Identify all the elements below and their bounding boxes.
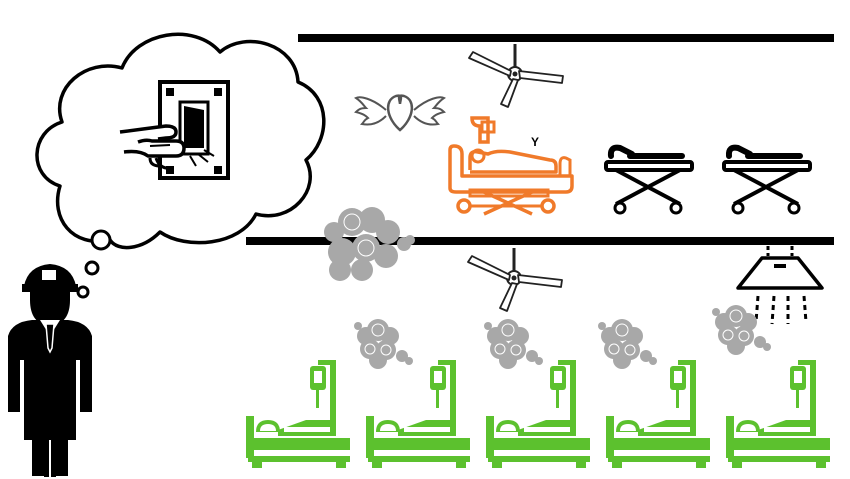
stretcher-icon xyxy=(606,148,692,213)
ceiling-fan-icon xyxy=(468,43,564,108)
hospital-bed-icon xyxy=(246,360,350,468)
hospital-bed-icon xyxy=(726,360,830,468)
ceiling-fan-icon xyxy=(467,247,563,312)
middle-floor-bar xyxy=(246,237,834,245)
hospital-bed-icon xyxy=(448,116,574,216)
security-guard-icon xyxy=(8,264,92,477)
smoke-cloud-icon xyxy=(597,318,658,370)
smoke-cloud-icon xyxy=(324,207,415,281)
hospital-bed-icon xyxy=(366,360,470,468)
thought-dot-large xyxy=(90,229,112,251)
winged-heart-icon xyxy=(354,94,446,132)
bed-annotation-label: Y xyxy=(531,135,540,149)
wall-lines xyxy=(246,34,834,245)
upper-ceiling-bar xyxy=(298,34,834,42)
smoke-cloud-icon xyxy=(353,318,414,370)
thought-dot-medium xyxy=(84,260,100,276)
smoke-cloud-icon xyxy=(711,304,772,356)
thought-dot-small xyxy=(76,285,90,299)
hospital-bed-icon xyxy=(606,360,710,468)
smoke-cloud-icon xyxy=(483,318,544,370)
stretcher-icon xyxy=(724,148,810,213)
pressing-hand-icon xyxy=(119,124,186,170)
fire-sprinkler-icon xyxy=(736,246,824,325)
hospital-bed-icon xyxy=(486,360,590,468)
